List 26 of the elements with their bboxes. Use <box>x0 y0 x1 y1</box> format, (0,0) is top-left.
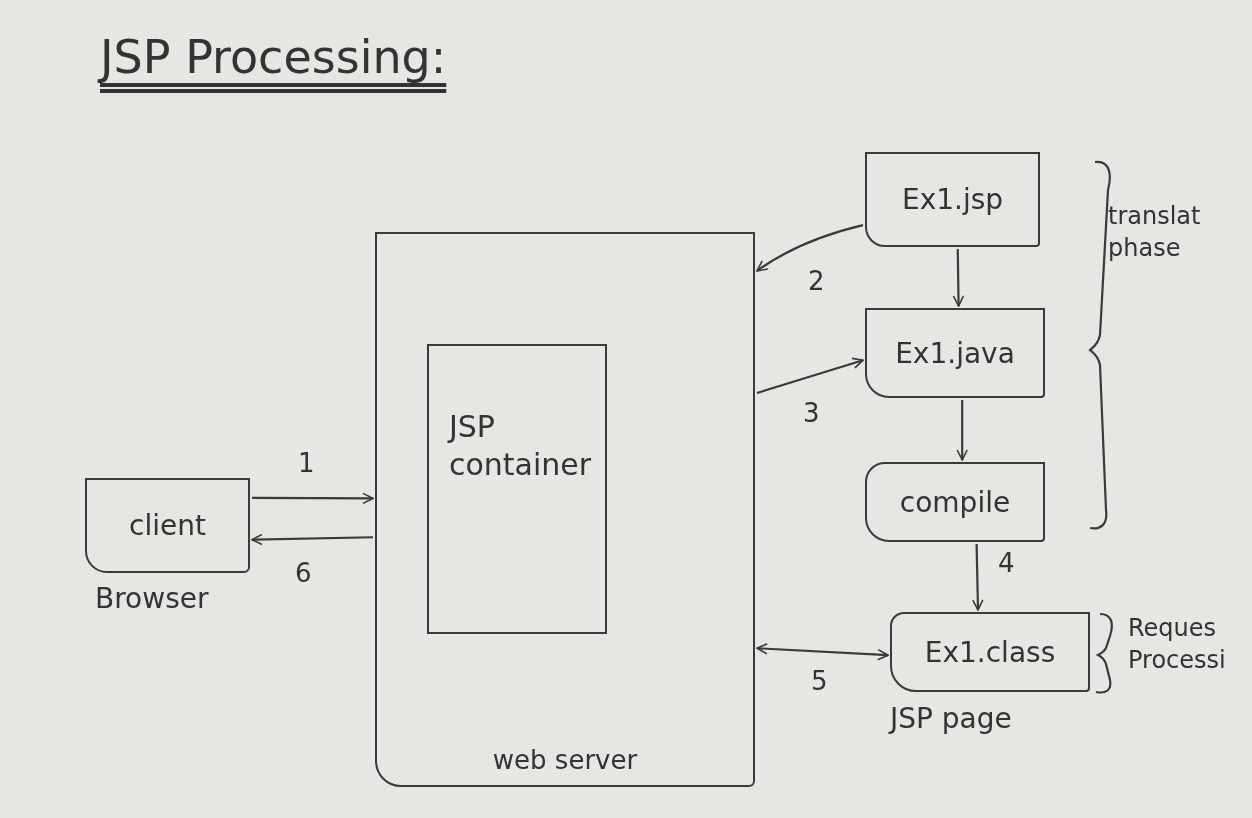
arrow <box>756 643 889 661</box>
phase-note: Reques Processi <box>1128 613 1227 677</box>
node-label: compile <box>899 484 1011 520</box>
phase-note: translat phase <box>1108 201 1202 265</box>
arrow <box>972 543 984 611</box>
node-label: Ex1.java <box>895 335 1015 371</box>
node-label: client <box>129 508 206 543</box>
node-label: JSP container <box>448 408 592 483</box>
arrow <box>251 533 374 546</box>
process-box <box>865 308 1045 398</box>
node-label: web server <box>491 745 639 775</box>
node-label: Ex1.class <box>924 634 1056 670</box>
arrow <box>956 400 968 461</box>
process-box <box>865 152 1040 247</box>
arrow <box>252 492 374 505</box>
node-label: Ex1.jsp <box>901 182 1004 217</box>
container-box <box>427 344 607 634</box>
process-box <box>865 462 1045 542</box>
process-box <box>85 478 250 573</box>
server-box <box>375 232 755 787</box>
arrow <box>756 357 864 394</box>
arrow <box>952 249 965 307</box>
node-caption: Browser <box>95 582 209 615</box>
arrow <box>756 224 864 272</box>
process-box <box>890 612 1090 692</box>
node-caption: JSP page <box>890 702 1012 735</box>
